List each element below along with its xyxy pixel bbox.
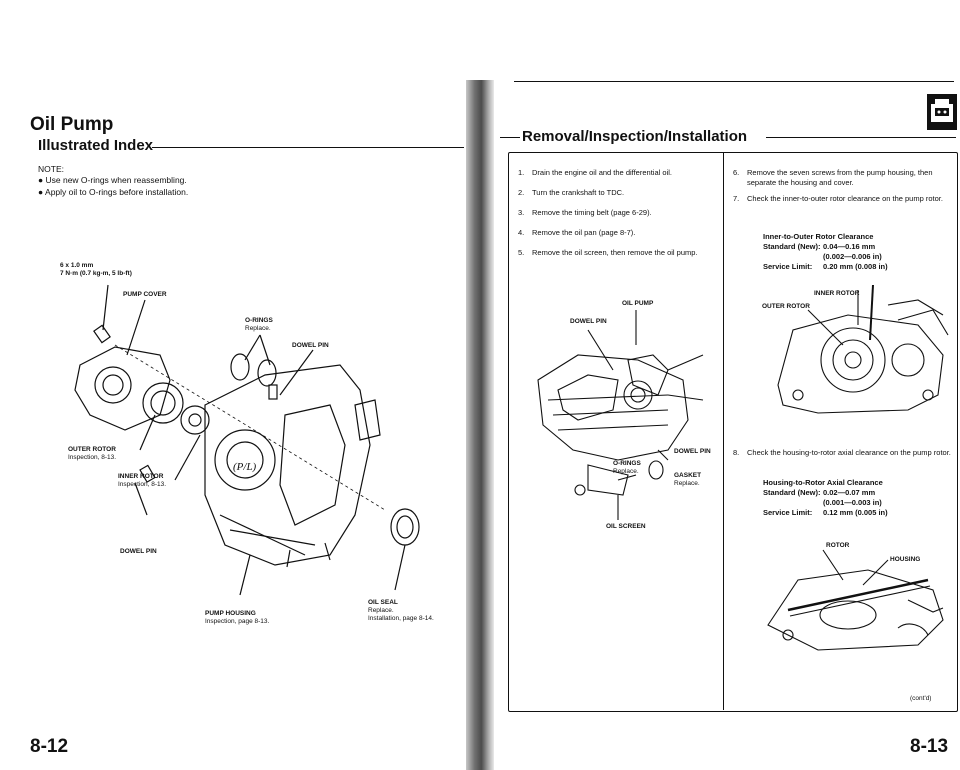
step-item: 1.Drain the engine oil and the different…: [518, 168, 672, 177]
continued-label: (cont'd): [910, 695, 932, 702]
callout-dowel-pin-2: DOWEL PIN: [674, 448, 711, 455]
callout-engine-o-rings-sub: Replace.: [613, 468, 639, 475]
engine-lubrication-icon: [927, 94, 957, 130]
step-item: 8.Check the housing-to-rotor axial clear…: [733, 448, 951, 457]
step-item: 6.Remove the seven screws from the pump …: [733, 168, 933, 188]
right-page: Removal/Inspection/Installation 1.Drain …: [478, 0, 960, 770]
callout-pump-housing: PUMP HOUSING: [205, 610, 256, 617]
engine-oil-pump-diagram: [537, 310, 704, 520]
axial-clearance-diagram: [767, 549, 944, 651]
spec-value: 0.12 mm (0.005 in): [823, 508, 888, 518]
spec-label: Standard (New):: [763, 488, 821, 498]
callout-dowel-pin-bottom: DOWEL PIN: [120, 548, 157, 555]
spec-value: (0.001—0.003 in): [823, 498, 882, 508]
title-rule-left: [500, 137, 520, 138]
callout-pump-housing-sub: Inspection, page 8-13.: [205, 618, 270, 625]
subtitle-rule: [152, 147, 464, 148]
callout-inner-rotor: INNER ROTOR: [814, 290, 860, 297]
spec-label: Standard (New):: [763, 242, 821, 252]
callout-gasket: GASKET: [674, 472, 702, 479]
step-item: 3.Remove the timing belt (page 6-29).: [518, 208, 652, 217]
book-binding: [466, 80, 494, 770]
callout-o-rings-sub: Replace.: [245, 325, 271, 332]
spec-label: Service Limit:: [763, 508, 813, 518]
step-item: 7.Check the inner-to-outer rotor clearan…: [733, 194, 943, 204]
top-rule: [514, 81, 954, 82]
section-subtitle: Illustrated Index: [38, 137, 154, 154]
callout-bolt-size: 6 x 1.0 mm: [60, 262, 94, 269]
steps-list-right: 6.Remove the seven screws from the pump …: [733, 168, 951, 214]
spec-block-axial-clearance: Housing-to-Rotor Axial Clearance Standar…: [763, 478, 953, 519]
spec-value: 0.04—0.16 mm: [823, 242, 876, 252]
notes-block: NOTE: ● Use new O-rings when reassemblin…: [38, 164, 298, 198]
spec-value: 0.02—0.07 mm: [823, 488, 876, 498]
svg-text:(P/L): (P/L): [233, 461, 257, 473]
spec-value: (0.002—0.006 in): [823, 252, 882, 262]
callout-engine-o-rings: O-RINGS: [613, 460, 641, 467]
callout-oil-seal-sub2: Installation, page 8-14.: [368, 615, 434, 622]
callout-outer-rotor: OUTER ROTOR: [762, 303, 810, 310]
callout-inner-rotor: INNER ROTOR: [118, 473, 164, 480]
callout-outer-rotor: OUTER ROTOR: [68, 446, 116, 453]
steps-list-left: 1.Drain the engine oil and the different…: [518, 168, 718, 268]
procedure-box: [508, 152, 958, 712]
callout-bolt-torque: 7 N·m (0.7 kg-m, 5 lb-ft): [60, 270, 132, 277]
oil-pump-exploded-diagram: (P/L): [74, 284, 420, 596]
note-label: NOTE:: [38, 164, 64, 174]
title-rule-right: [766, 137, 956, 138]
step-8-block: 8.Check the housing-to-rotor axial clear…: [733, 448, 951, 458]
spec-label: Service Limit:: [763, 262, 813, 272]
spec-title: Inner-to-Outer Rotor Clearance: [763, 232, 874, 241]
callout-oil-screen: OIL SCREEN: [606, 523, 646, 530]
spec-value: 0.20 mm (0.008 in): [823, 262, 888, 272]
spec-title: Housing-to-Rotor Axial Clearance: [763, 478, 883, 487]
page-number-right: 8-13: [910, 736, 949, 757]
step-item: 5.Remove the oil screen, then remove the…: [518, 248, 698, 257]
page-number-left: 8-12: [30, 736, 69, 757]
callout-pump-cover: PUMP COVER: [123, 291, 167, 298]
callout-dowel-pin: DOWEL PIN: [570, 318, 607, 325]
callout-o-rings: O-RINGS: [245, 317, 273, 324]
section-title: Removal/Inspection/Installation: [522, 128, 748, 145]
callout-inner-rotor-sub: Inspection, 8-13.: [118, 481, 167, 488]
step-item: 4.Remove the oil pan (page 8-7).: [518, 228, 636, 237]
callout-housing: HOUSING: [890, 556, 921, 563]
procedure-divider: [723, 152, 724, 710]
left-page: Oil Pump Illustrated Index NOTE: ● Use n…: [0, 0, 470, 770]
callout-oil-seal-sub1: Replace.: [368, 607, 394, 614]
page-title: Oil Pump: [30, 114, 114, 135]
note-item: ● Apply oil to O-rings before installati…: [38, 186, 189, 197]
note-item: ● Use new O-rings when reassembling.: [38, 175, 187, 186]
spec-block-rotor-clearance: Inner-to-Outer Rotor Clearance Standard …: [763, 232, 953, 273]
step-item: 2.Turn the crankshaft to TDC.: [518, 188, 625, 197]
callout-dowel-pin-top: DOWEL PIN: [292, 342, 329, 349]
callout-gasket-sub: Replace.: [674, 480, 700, 487]
callout-oil-pump: OIL PUMP: [622, 300, 654, 307]
callout-outer-rotor-sub: Inspection, 8-13.: [68, 454, 117, 461]
callout-oil-seal: OIL SEAL: [368, 599, 398, 606]
rotor-clearance-diagram: [777, 285, 949, 414]
callout-rotor: ROTOR: [826, 542, 850, 549]
